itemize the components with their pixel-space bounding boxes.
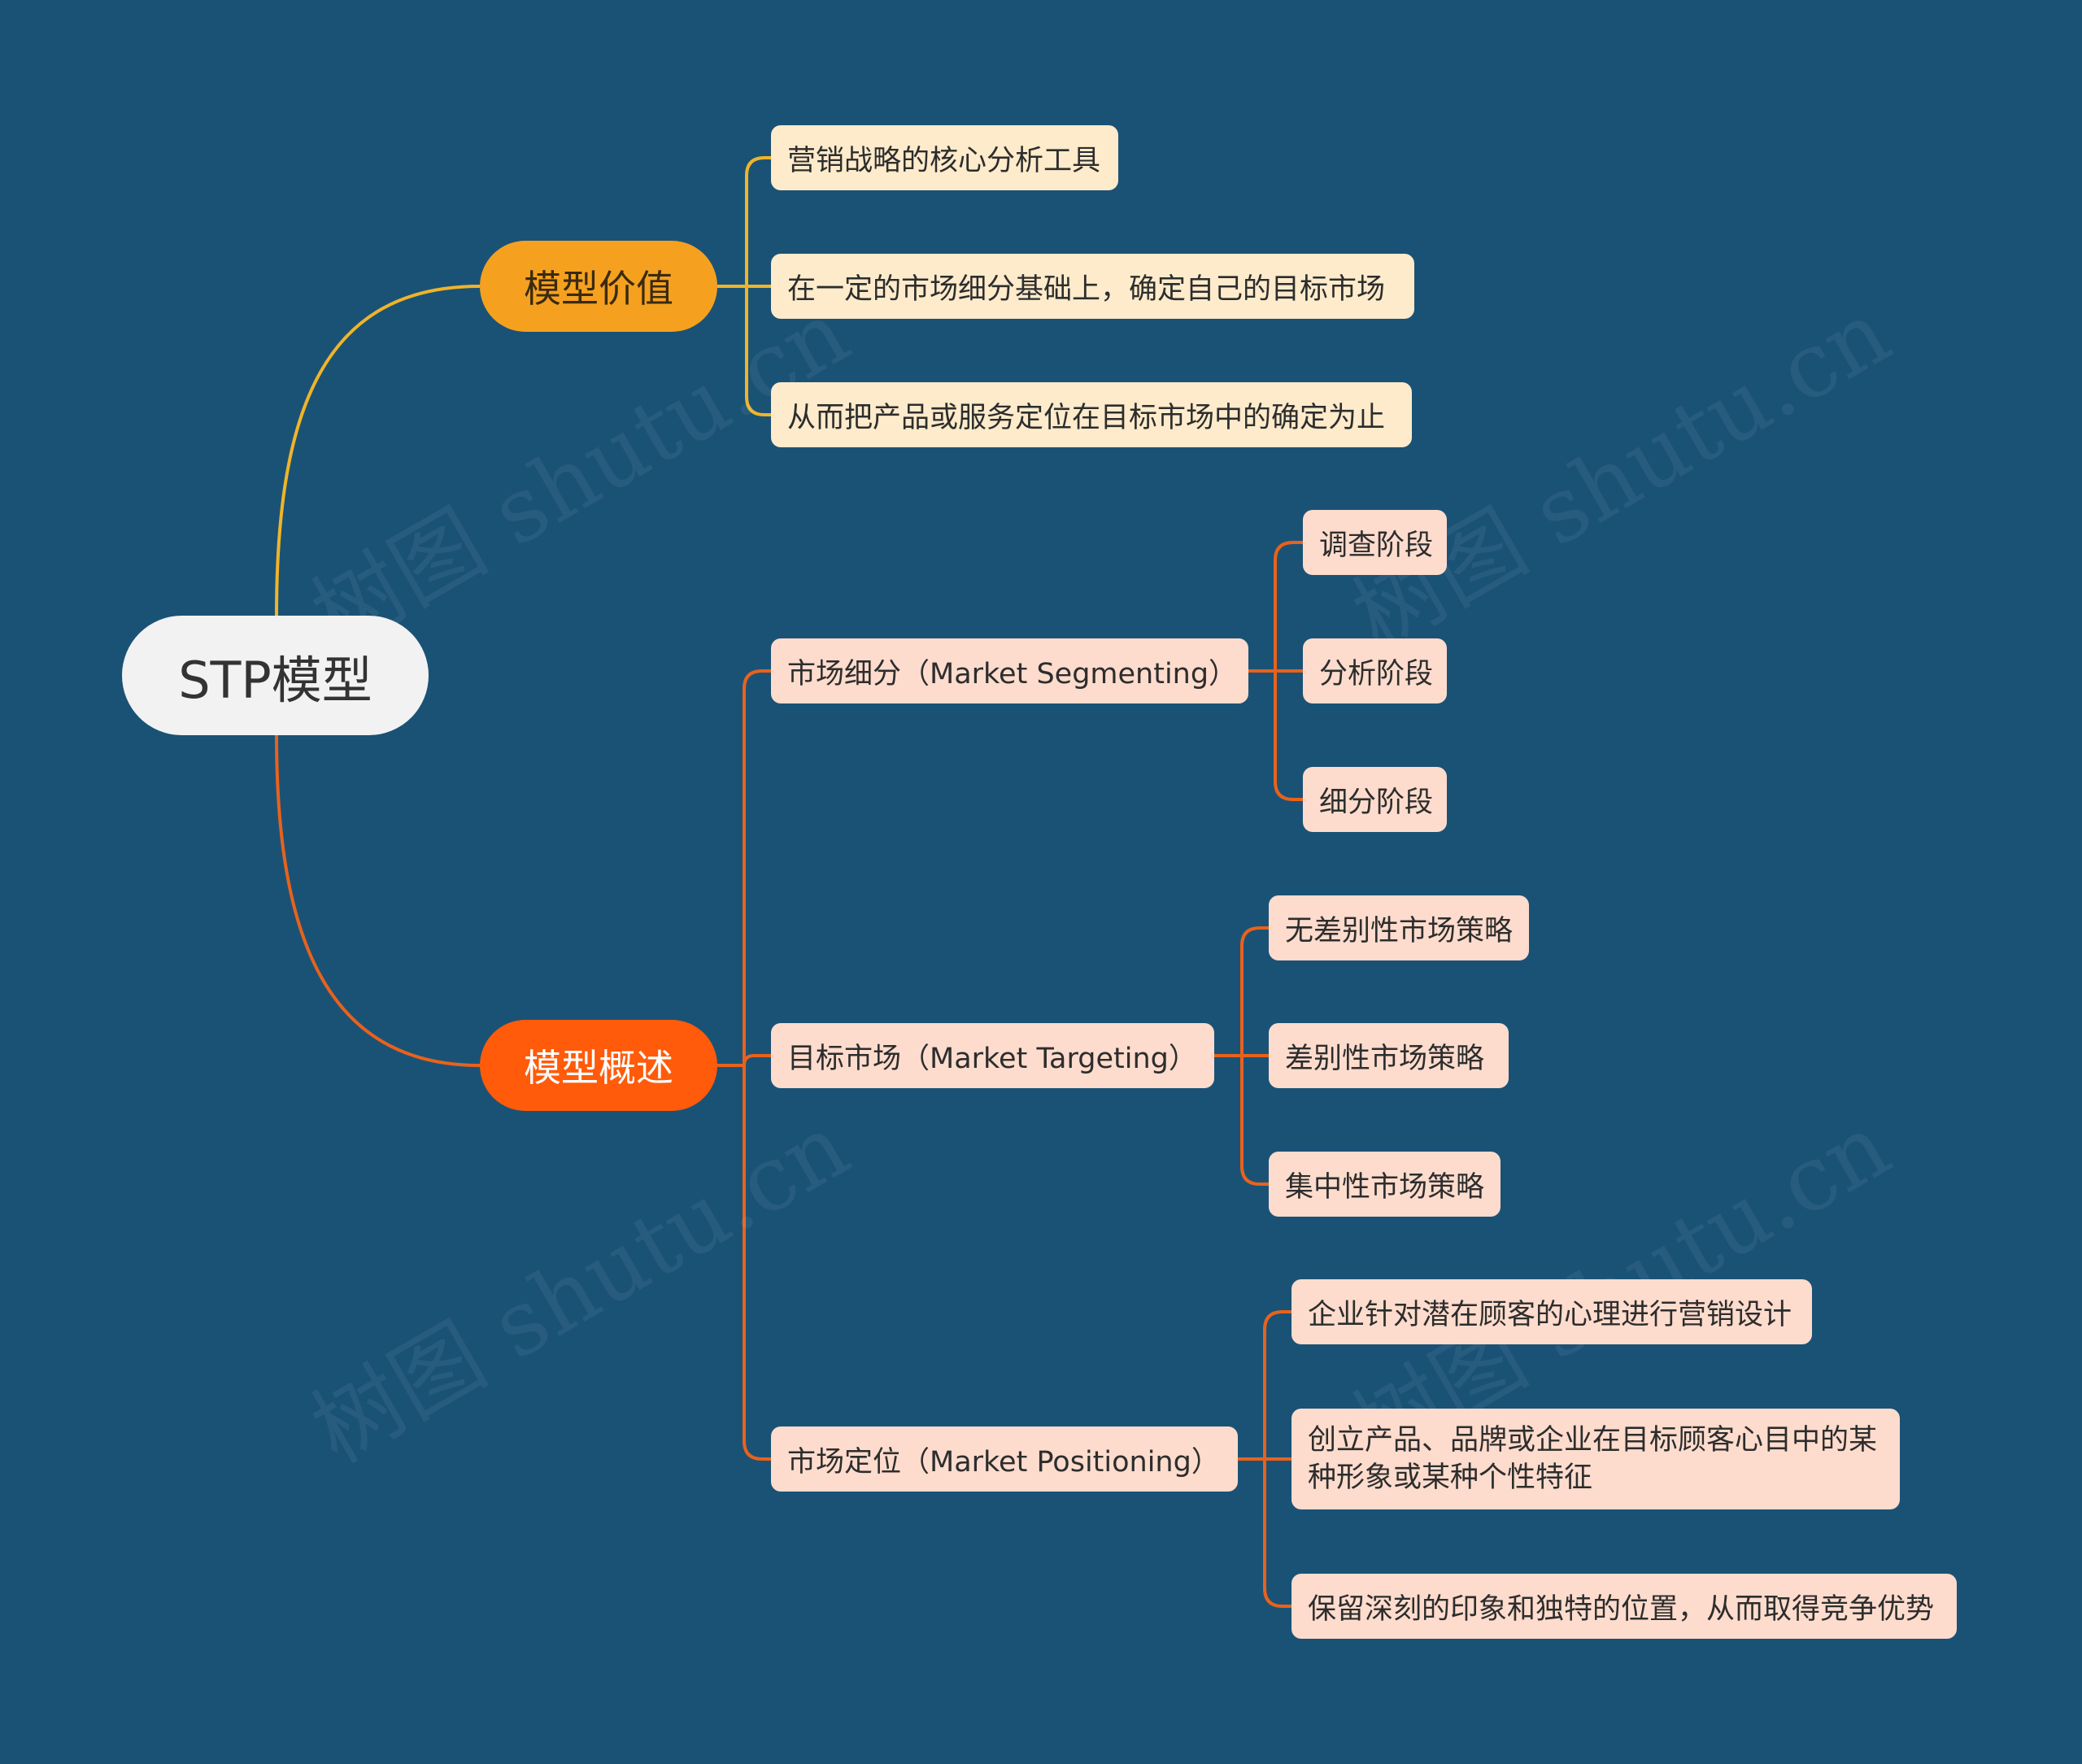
link-overview-branch-2 — [743, 1054, 771, 1066]
root-node[interactable]: STP模型 — [122, 616, 429, 735]
link-targeting-branch-3 — [1240, 1056, 1269, 1186]
link-segmenting-branch-3 — [1274, 671, 1303, 801]
market-positioning-node[interactable]: 市场定位（Market Positioning） — [771, 1426, 1238, 1492]
positioning-item-1[interactable]: 企业针对潜在顾客的心理进行营销设计 — [1291, 1279, 1812, 1344]
link-overview-branch-3 — [743, 1065, 771, 1461]
link-segmenting-branch-1 — [1274, 541, 1303, 671]
positioning-item-2[interactable]: 创立产品、品牌或企业在目标顾客心目中的某种形象或某种个性特征 — [1291, 1409, 1900, 1509]
link-targeting-branch-1 — [1240, 926, 1269, 1056]
targeting-item-1[interactable]: 无差别性市场策略 — [1269, 895, 1529, 960]
link-positioning-branch-1 — [1263, 1310, 1291, 1459]
branch-model-overview[interactable]: 模型概述 — [480, 1020, 717, 1111]
market-targeting-node[interactable]: 目标市场（Market Targeting） — [771, 1023, 1214, 1088]
root-label: STP模型 — [178, 650, 372, 710]
link-root-to-overview — [275, 734, 481, 1067]
link-value-branch-3 — [745, 286, 771, 416]
branch-model-value-label: 模型价值 — [524, 267, 673, 311]
link-root-to-value — [275, 285, 481, 616]
segmenting-item-2[interactable]: 分析阶段 — [1303, 638, 1447, 703]
segmenting-item-1[interactable]: 调查阶段 — [1303, 510, 1447, 575]
segmenting-item-3[interactable]: 细分阶段 — [1303, 767, 1447, 832]
link-positioning-branch-3 — [1263, 1459, 1291, 1608]
value-item-3[interactable]: 从而把产品或服务定位在目标市场中的确定为止 — [771, 382, 1412, 447]
targeting-item-3[interactable]: 集中性市场策略 — [1269, 1152, 1501, 1217]
value-item-2[interactable]: 在一定的市场细分基础上，确定自己的目标市场 — [771, 254, 1414, 319]
value-item-1[interactable]: 营销战略的核心分析工具 — [771, 125, 1118, 190]
branch-model-overview-label: 模型概述 — [524, 1046, 673, 1090]
link-value-branch-1 — [745, 156, 771, 286]
market-segmenting-node[interactable]: 市场细分（Market Segmenting） — [771, 638, 1248, 703]
link-overview-branch-1 — [743, 669, 771, 1065]
branch-model-value[interactable]: 模型价值 — [480, 241, 717, 332]
targeting-item-2[interactable]: 差别性市场策略 — [1269, 1023, 1509, 1088]
positioning-item-3[interactable]: 保留深刻的印象和独特的位置，从而取得竞争优势 — [1291, 1574, 1957, 1639]
